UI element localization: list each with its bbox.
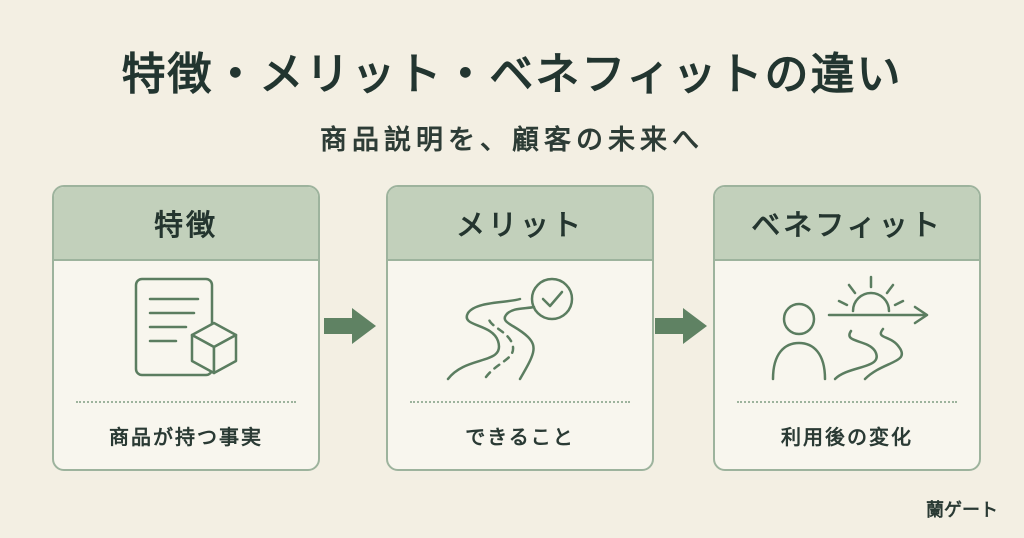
card-feature-label: 特徴 <box>54 187 318 261</box>
page-subtitle: 商品説明を、顧客の未来へ <box>320 125 704 156</box>
right-arrow-icon <box>324 308 376 344</box>
road-check-icon <box>446 277 574 381</box>
card-divider <box>737 401 957 403</box>
card-divider <box>410 401 630 403</box>
brand-logo: 蘭ゲート <box>926 500 998 521</box>
card-divider <box>76 401 296 403</box>
card-feature: 特徴 商品が持つ事実 <box>52 185 320 471</box>
card-merit-caption: できること <box>465 425 575 449</box>
card-feature-caption: 商品が持つ事実 <box>109 425 263 449</box>
card-merit-label: メリット <box>388 187 652 261</box>
right-arrow-icon <box>655 308 707 344</box>
person-sunrise-icon <box>771 275 929 381</box>
card-benefit-label: ベネフィット <box>715 187 979 261</box>
document-box-icon <box>134 277 238 377</box>
card-benefit: ベネフィット 利用後の変化 <box>713 185 981 471</box>
card-benefit-caption: 利用後の変化 <box>781 425 913 449</box>
page-title: 特徴・メリット・ベネフィットの違い <box>121 49 903 100</box>
card-merit: メリット できること <box>386 185 654 471</box>
